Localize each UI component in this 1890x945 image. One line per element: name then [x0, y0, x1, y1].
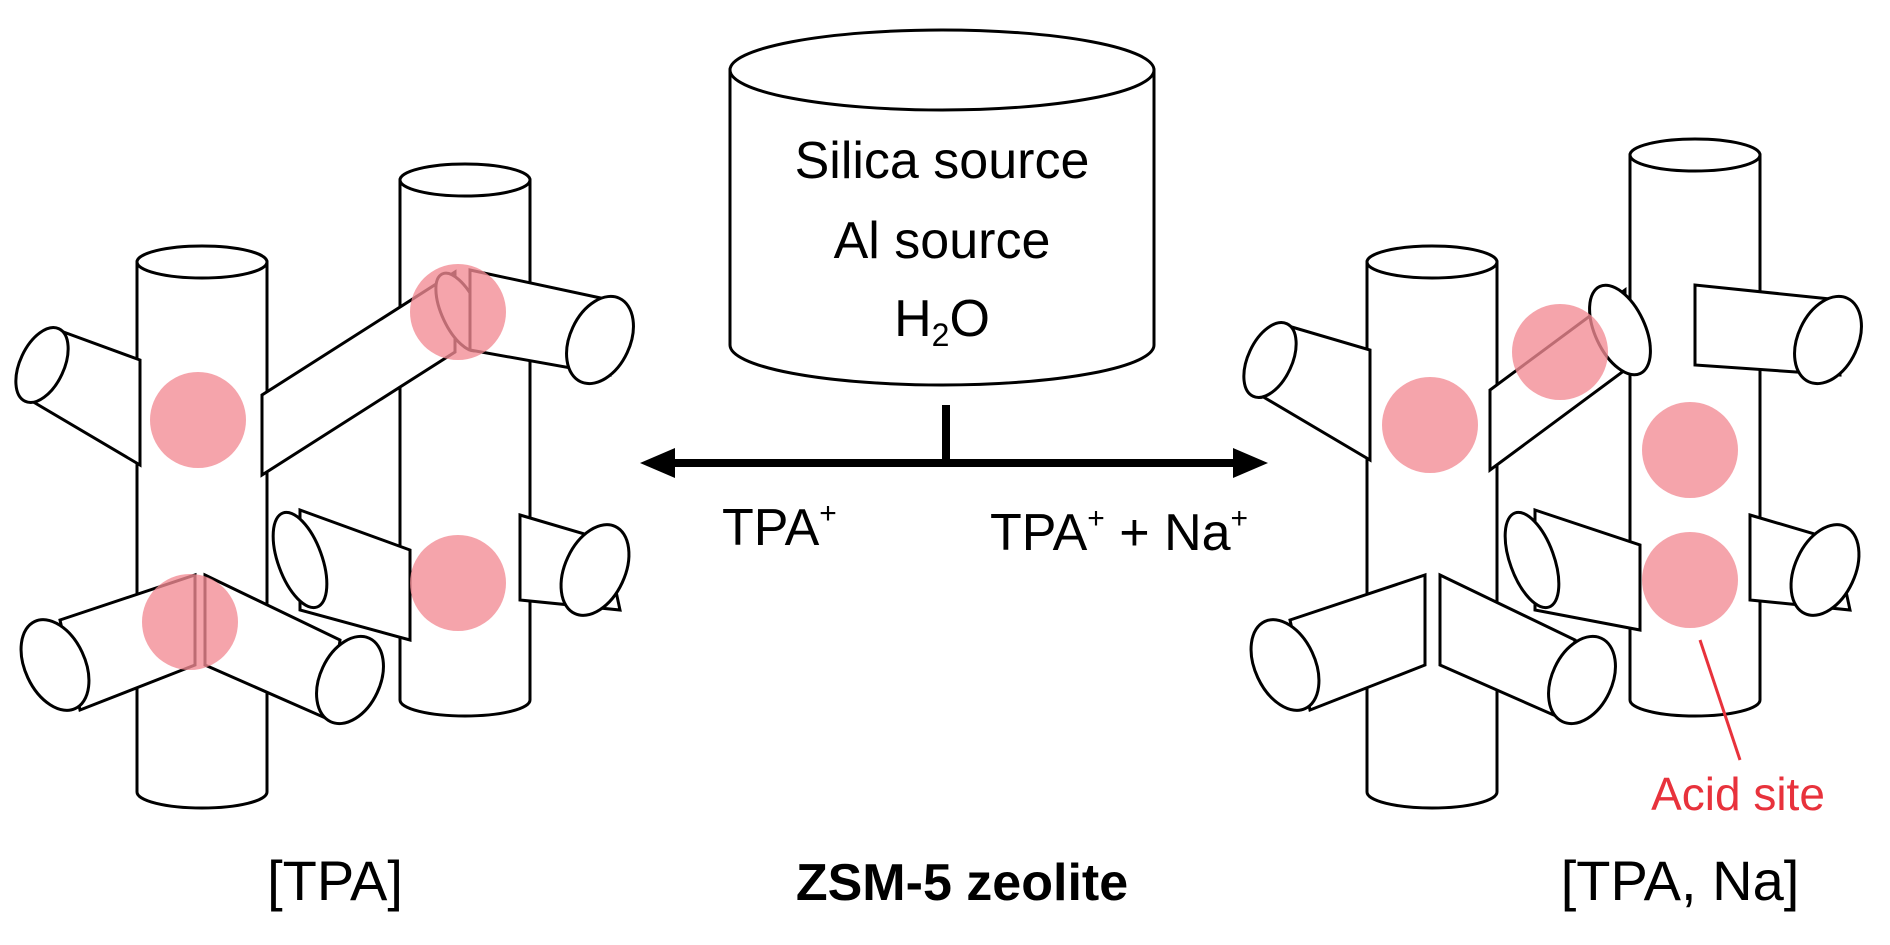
right-arrowhead-icon	[1233, 448, 1268, 478]
left-back-channel	[398, 162, 532, 718]
left-structure-label: [TPA]	[267, 849, 403, 912]
right-front-channel	[1365, 244, 1499, 810]
left-arrowhead-icon	[640, 448, 675, 478]
right-site-1	[1382, 377, 1478, 473]
right-upper-right-stub	[1693, 283, 1863, 386]
right-framework	[1242, 137, 1863, 810]
right-site-2	[1512, 304, 1608, 400]
right-middle-stubs	[1503, 507, 1861, 632]
left-middle-stubs	[271, 507, 631, 642]
right-site-3	[1642, 402, 1738, 498]
left-framework	[14, 162, 635, 810]
right-arrow-label: TPA+ + Na+	[990, 502, 1248, 562]
left-site-4	[142, 574, 238, 670]
acid-site-label: Acid site	[1651, 768, 1825, 820]
split-arrows	[640, 448, 1268, 478]
reservoir-line-water: H2O	[894, 290, 990, 353]
left-upper-right-stub	[468, 268, 635, 386]
left-arrow-label: TPA+	[722, 497, 837, 557]
left-site-3	[410, 535, 506, 631]
right-upper-left-stub	[1242, 321, 1372, 463]
right-lower-stubs	[1249, 572, 1617, 726]
reservoir-line-al: Al source	[834, 212, 1051, 270]
reservoir-line-silica: Silica source	[795, 132, 1090, 190]
left-site-2	[410, 264, 506, 360]
left-front-channel	[135, 244, 269, 810]
reservoir-cylinder	[728, 28, 1156, 463]
right-site-4	[1642, 532, 1738, 628]
center-title: ZSM-5 zeolite	[796, 854, 1128, 912]
left-upper-left-stub	[14, 326, 142, 468]
acid-site-pointer	[1698, 639, 1742, 761]
right-structure-label: [TPA, Na]	[1561, 849, 1800, 912]
left-site-1	[150, 372, 246, 468]
